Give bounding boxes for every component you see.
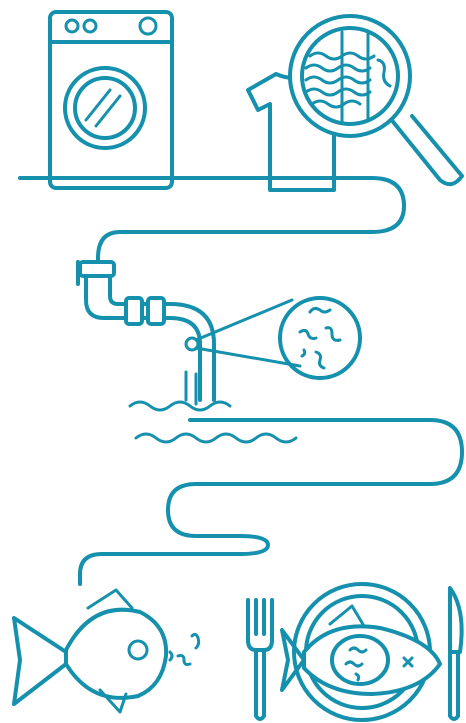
microplastics-magnified-icon bbox=[196, 298, 360, 378]
knife-icon bbox=[450, 588, 462, 719]
plate-with-fish-icon bbox=[282, 584, 440, 720]
connector-line bbox=[20, 178, 462, 584]
magnifying-glass-icon bbox=[290, 16, 462, 184]
washing-machine-icon bbox=[50, 12, 172, 188]
fork-icon bbox=[248, 600, 272, 719]
pipe-icon bbox=[78, 262, 214, 404]
fish-icon bbox=[14, 590, 199, 712]
